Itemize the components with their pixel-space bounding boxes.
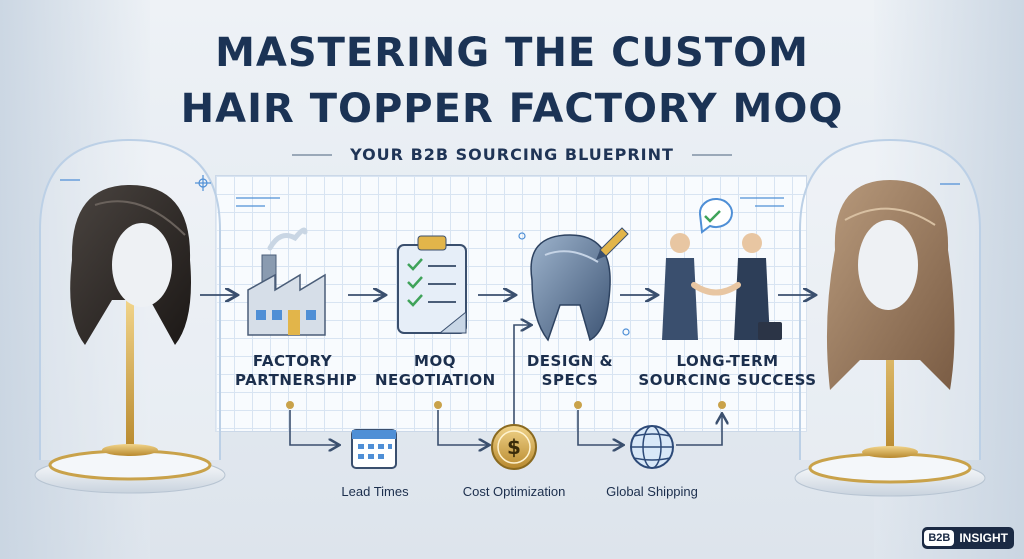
step-label-design-specs: DESIGN & SPECS — [526, 352, 614, 389]
logo-part-insight: INSIGHT — [959, 531, 1008, 545]
subtitle-row: YOUR B2B SOURCING BLUEPRINT — [0, 145, 1024, 164]
factory-icon — [247, 227, 326, 336]
svg-text:$: $ — [507, 435, 521, 459]
logo-part-b2b: B2B — [924, 530, 955, 546]
subtitle: YOUR B2B SOURCING BLUEPRINT — [350, 145, 674, 164]
title-line-1: MASTERING THE CUSTOM — [215, 30, 809, 76]
light-hair-wig-icon — [826, 180, 955, 390]
subtitle-rule-left — [292, 153, 333, 156]
dollar-coin-icon: $ — [491, 424, 537, 470]
step-label-factory-partnership: FACTORY PARTNERSHIP — [235, 352, 358, 389]
hair-topper-pencil-icon — [530, 227, 629, 342]
calendar-icon — [351, 429, 397, 469]
step-label-moq-negotiation: MOQ NEGOTIATION — [375, 352, 496, 389]
decorative-accents — [60, 175, 960, 336]
sub-label-lead-times: Lead Times — [341, 484, 409, 499]
sub-label-cost-optimization: Cost Optimization — [462, 484, 566, 499]
handshake-icon — [662, 198, 782, 340]
sub-flow-connectors — [286, 325, 726, 445]
step-label-long-term-success: LONG-TERM SOURCING SUCCESS — [638, 352, 817, 389]
b2b-insight-logo: B2B INSIGHT — [922, 527, 1014, 549]
title-line-2: HAIR TOPPER FACTORY MOQ — [180, 86, 844, 132]
globe-icon — [630, 425, 674, 469]
clipboard-checklist-icon — [397, 235, 467, 334]
subtitle-rule-right — [691, 153, 732, 156]
sub-label-global-shipping: Global Shipping — [606, 484, 698, 499]
dark-hair-wig-icon — [70, 185, 191, 345]
